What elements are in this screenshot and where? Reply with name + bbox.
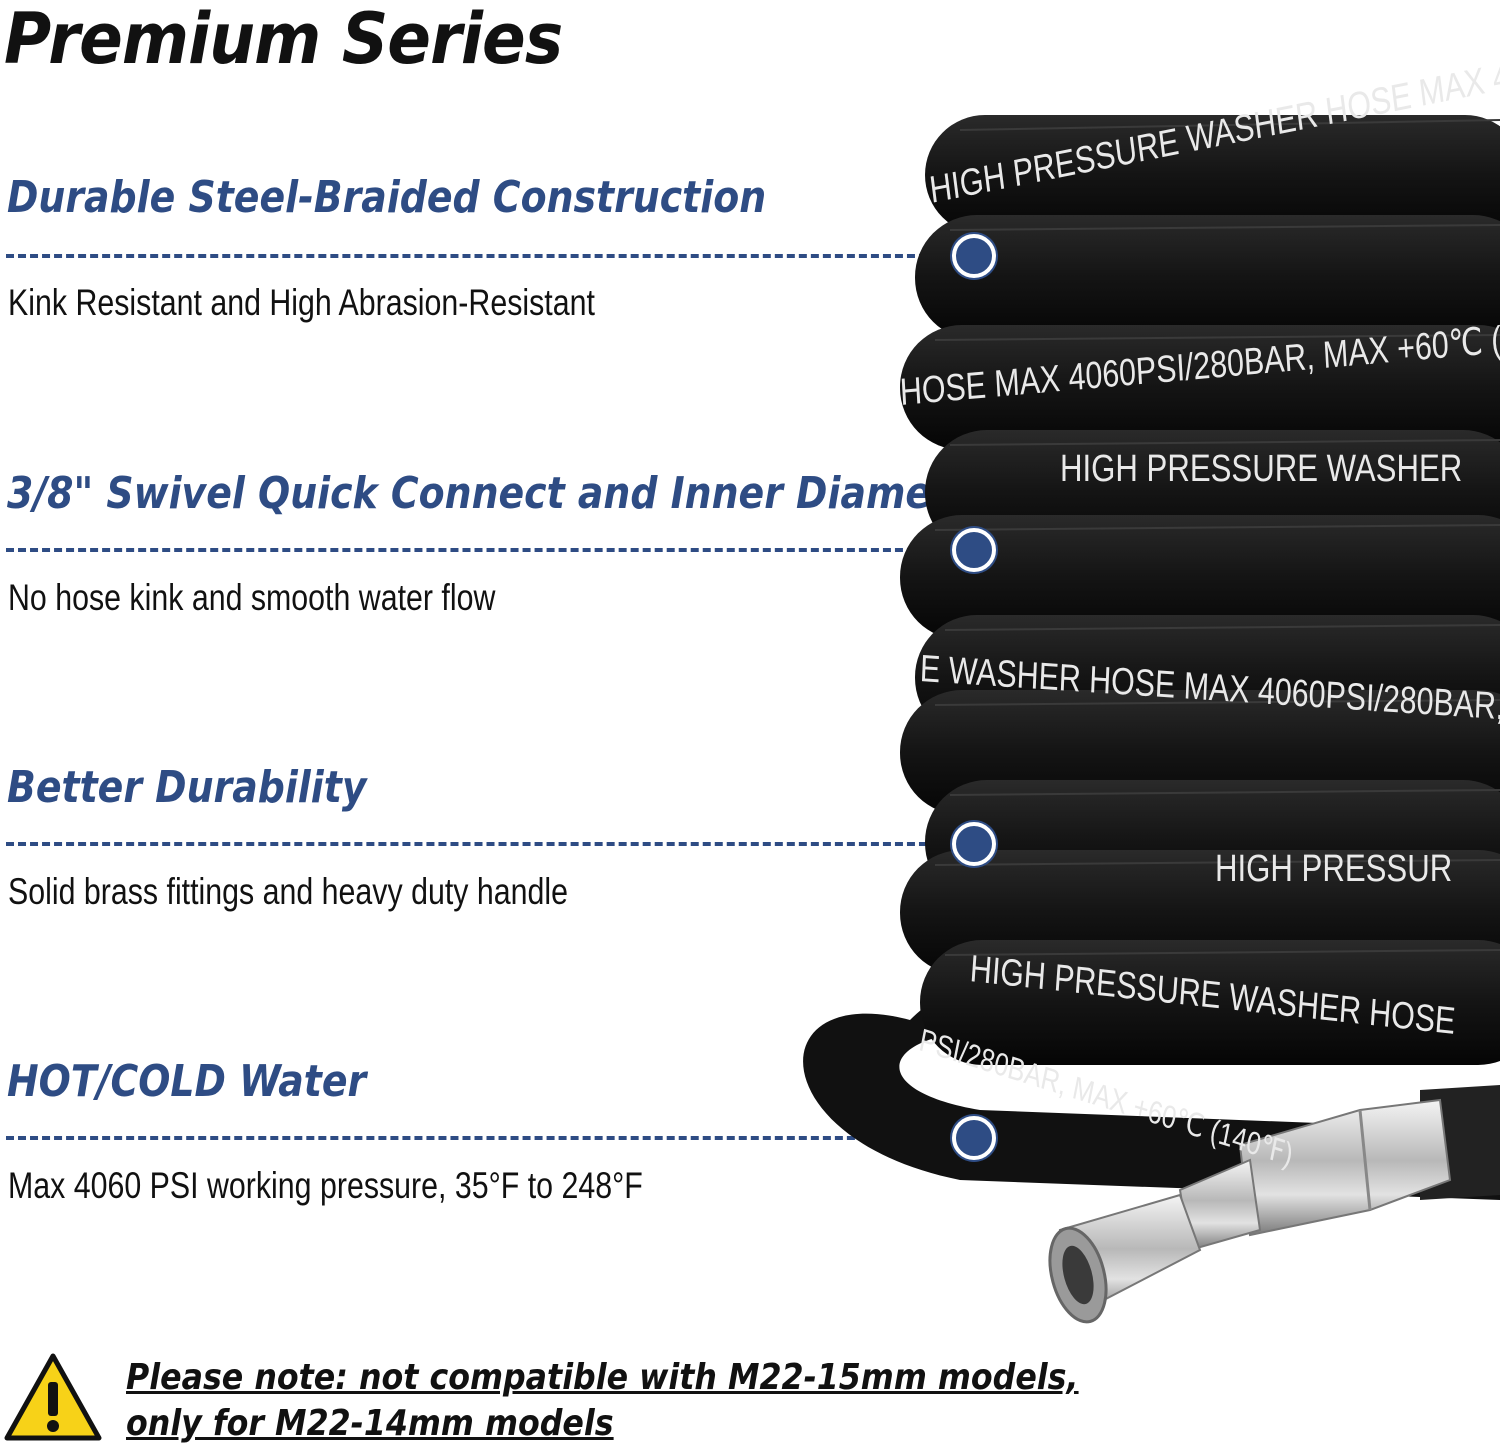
callout-dot-icon	[952, 528, 996, 572]
feature-heading-2: 3/8" Swivel Quick Connect and Inner Diam…	[7, 468, 994, 519]
feature-desc-1: Kink Resistant and High Abrasion-Resista…	[8, 282, 595, 323]
hose-coil-image: HIGH PRESSURE WASHER HOSE MAX 4060P HOSE…	[760, 42, 1500, 1360]
callout-line-3	[6, 842, 951, 846]
note-line-2: only for M22-14mm models	[126, 1403, 614, 1444]
hose-coil-graphic	[803, 115, 1500, 1324]
feature-desc-3: Solid brass fittings and heavy duty hand…	[8, 871, 568, 912]
feature-desc-4: Max 4060 PSI working pressure, 35°F to 2…	[8, 1165, 643, 1206]
compatibility-note: Please note: not compatible with M22-15m…	[126, 1355, 1079, 1447]
feature-desc-2: No hose kink and smooth water flow	[8, 577, 496, 618]
warning-triangle-icon	[4, 1353, 102, 1441]
feature-heading-1: Durable Steel-Braided Construction	[7, 172, 767, 223]
callout-line-2	[6, 548, 951, 552]
feature-heading-3: Better Durability	[7, 762, 367, 813]
callout-line-4	[6, 1136, 951, 1140]
hose-print-3: HIGH PRESSURE WASHER	[1060, 448, 1463, 490]
callout-dot-icon	[952, 234, 996, 278]
feature-heading-4: HOT/COLD Water	[7, 1056, 367, 1107]
page-title: Premium Series	[4, 0, 563, 80]
note-line-1: Please note: not compatible with M22-15m…	[126, 1357, 1079, 1398]
callout-dot-icon	[952, 1116, 996, 1160]
hose-print-5: HIGH PRESSUR	[1215, 848, 1453, 890]
callout-line-1	[6, 254, 951, 258]
callout-dot-icon	[952, 822, 996, 866]
